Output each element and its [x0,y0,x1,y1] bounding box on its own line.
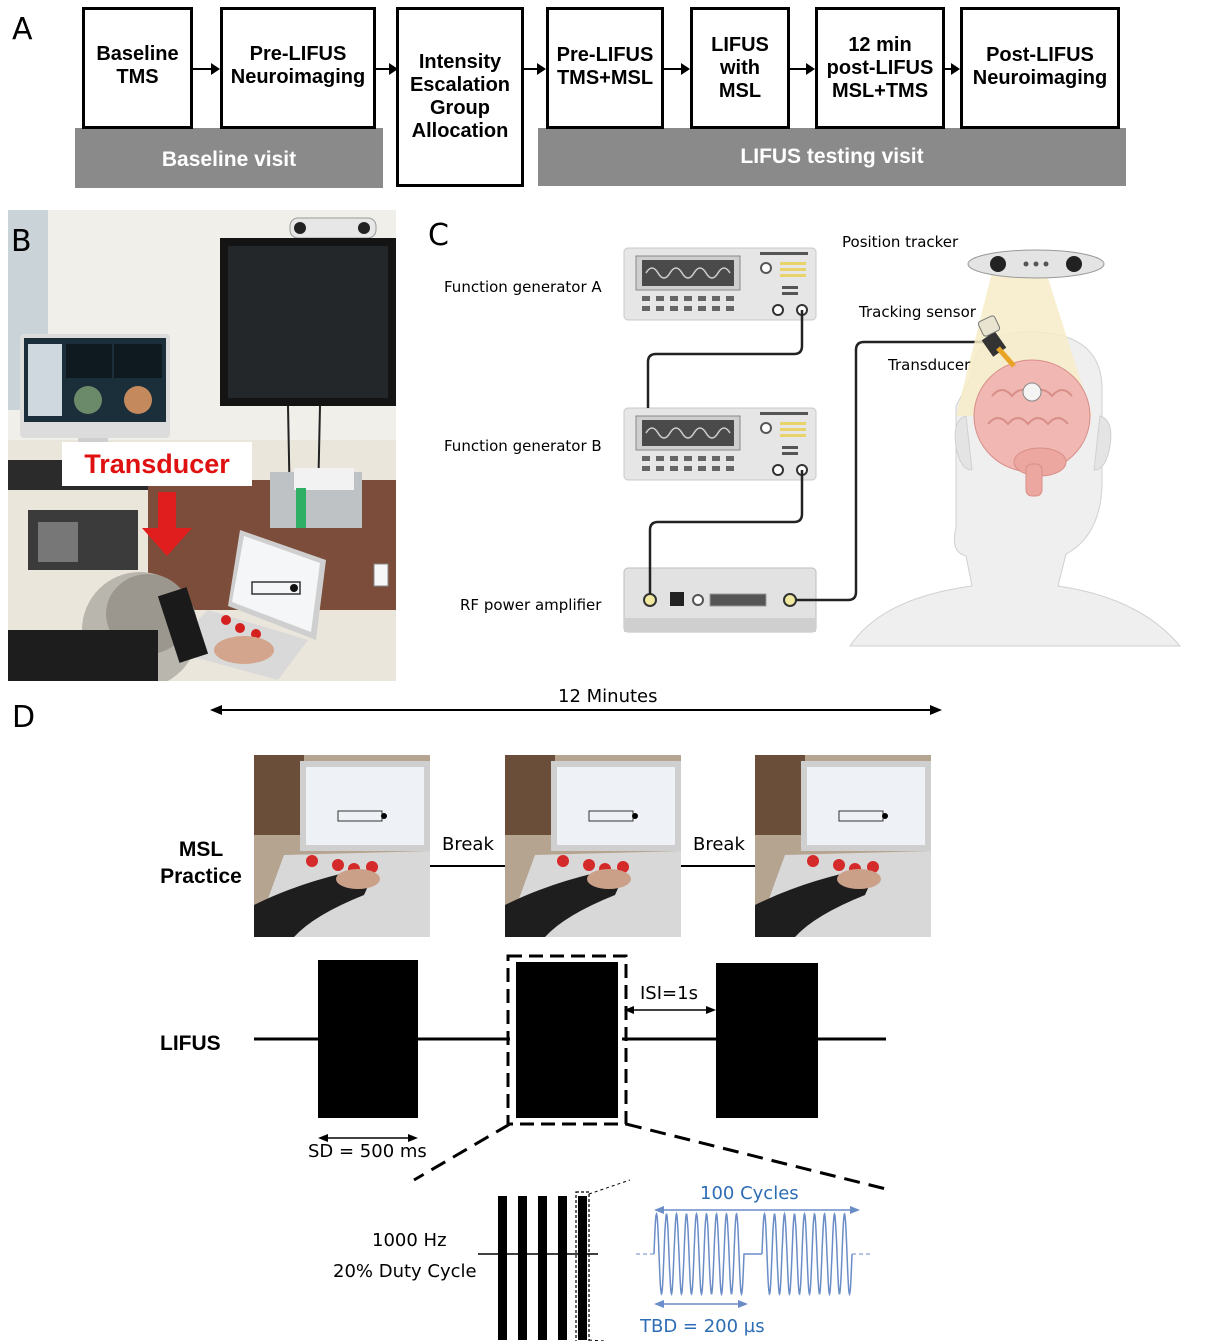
sonication-block-3 [716,963,818,1118]
transducer-photo-label: Transducer [62,442,252,486]
msl-photo-2 [505,755,681,937]
transducer-icon [977,315,1016,368]
panel-a-letter: A [12,12,33,47]
msl-photo-1 [254,755,430,937]
sonication-block-1 [318,960,418,1118]
arrow-6 [945,63,960,75]
arrow-3 [524,63,546,75]
flow-box-lifus-msl: LIFUS with MSL [690,7,790,129]
panel-d-letter: D [12,700,36,735]
flow-box-pre-neuroimaging: Pre-LIFUS Neuroimaging [220,7,376,129]
msl-practice-label: MSL Practice [160,838,242,888]
baseline-visit-bar: Baseline visit [75,128,383,188]
panel-b-letter: B [11,224,32,259]
msl-laptop-illustration-1 [254,755,430,937]
flow-box-post-msl-tms: 12 min post-LIFUS MSL+TMS [815,7,945,129]
flow-box-baseline-tms: Baseline TMS [82,7,193,129]
duty-cycle-label: 20% Duty Cycle [333,1261,477,1282]
arrow-5 [790,63,815,75]
cycles-label: 100 Cycles [700,1183,799,1204]
function-generator-a-label: Function generator A [444,278,602,296]
panel-c-letter: C [428,218,449,253]
tbd-label: TBD = 200 µs [640,1316,765,1337]
msl-photo-3 [755,755,931,937]
arrow-1 [193,63,220,75]
frequency-label: 1000 Hz [372,1230,447,1251]
break-label-1: Break [442,834,494,855]
tracking-sensor-label: Tracking sensor [859,303,976,321]
ultrasound-waveform [653,1211,853,1297]
flow-box-pre-tms-msl: Pre-LIFUS TMS+MSL [546,7,664,129]
break-label-2: Break [693,834,745,855]
flow-box-group-allocation: Intensity Escalation Group Allocation [396,7,524,187]
position-tracker-icon [967,249,1105,279]
msl-laptop-illustration-2 [505,755,681,937]
sd-label: SD = 500 ms [308,1141,427,1162]
brain-icon [973,359,1091,497]
transducer-label: Transducer [888,356,971,374]
isi-label: ISI=1s [640,983,698,1004]
testing-visit-bar: LIFUS testing visit [538,128,1126,186]
position-tracker-label: Position tracker [842,233,959,251]
flow-box-post-neuroimaging: Post-LIFUS Neuroimaging [960,7,1120,129]
zoom-box [506,954,628,1126]
function-generator-b-icon [623,407,817,481]
arrow-2 [376,63,398,75]
equipment-diagram [623,247,1182,647]
function-generator-b-label: Function generator B [444,437,602,455]
arrow-4 [664,63,690,75]
rf-amplifier-icon [623,567,817,633]
msl-laptop-illustration-3 [755,755,931,937]
function-generator-a-icon [623,247,817,321]
duration-label: 12 Minutes [558,686,658,707]
timing-diagram [210,705,942,1341]
lifus-label: LIFUS [160,1032,221,1055]
sonication-block-2 [516,962,618,1118]
rf-amplifier-label: RF power amplifier [460,596,602,614]
